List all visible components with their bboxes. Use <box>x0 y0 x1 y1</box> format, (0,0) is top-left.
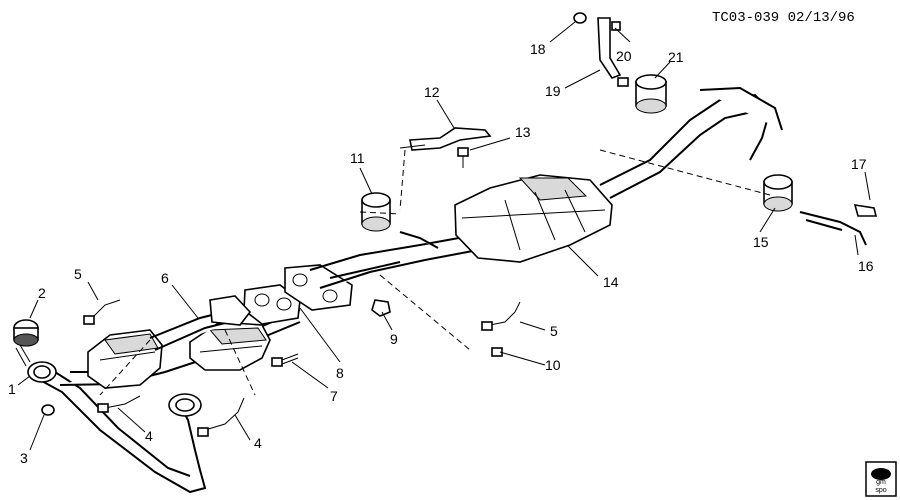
front-insulator <box>361 192 391 232</box>
callout-1: 1 <box>8 381 16 397</box>
callout-14: 14 <box>603 274 619 290</box>
hanger-rod <box>399 149 439 249</box>
callout-9: 9 <box>390 331 398 347</box>
nut <box>41 404 55 416</box>
gm-spo-logo: gm spo <box>865 461 897 497</box>
callout-12: 12 <box>424 84 440 100</box>
callout-10: 10 <box>545 357 561 373</box>
bolt <box>271 353 299 367</box>
rear-hanger-rod <box>799 204 878 246</box>
callout-20: 20 <box>616 48 632 64</box>
callout-19: 19 <box>545 83 561 99</box>
clamp <box>371 299 391 317</box>
callout-16: 16 <box>858 258 874 274</box>
logo-line2: spo <box>875 487 886 494</box>
oxygen-sensor-front-left <box>83 299 121 325</box>
rear-insulator-upper <box>635 74 667 114</box>
callout-8: 8 <box>336 365 344 381</box>
callout-numbers: 1 2 3 4 4 5 5 6 7 8 9 10 11 12 13 14 15 … <box>8 41 874 466</box>
muffler <box>454 174 613 263</box>
callout-5b: 5 <box>550 323 558 339</box>
logo-line1: gm <box>876 479 886 486</box>
callout-2: 2 <box>38 285 46 301</box>
callout-6: 6 <box>161 270 169 286</box>
callout-4b: 4 <box>254 435 262 451</box>
callout-7: 7 <box>330 388 338 404</box>
rear-insulator-lower <box>763 174 793 212</box>
oxygen-sensor-rear <box>481 301 521 331</box>
hanger-bolt <box>457 147 469 168</box>
gasket-flanges <box>209 264 353 326</box>
right-exhaust-flange <box>168 393 202 417</box>
oxygen-sensor-front-right <box>197 397 245 437</box>
callout-13: 13 <box>515 124 531 140</box>
callout-11: 11 <box>350 150 365 166</box>
callout-4a: 4 <box>145 428 153 444</box>
oxygen-sensor-lower <box>97 395 141 413</box>
right-catalytic-converter <box>189 321 271 371</box>
callout-17: 17 <box>851 156 867 172</box>
hanger-bracket-front <box>399 127 492 151</box>
seal-grommet <box>13 319 39 347</box>
left-exhaust-flange <box>15 344 57 383</box>
callout-15: 15 <box>753 234 769 250</box>
drawing-code: TC03-039 02/13/96 <box>712 10 855 26</box>
left-catalytic-converter <box>87 329 163 389</box>
callout-5a: 5 <box>74 266 82 282</box>
sensor-nut <box>491 347 503 357</box>
callout-18: 18 <box>530 41 546 57</box>
upper-hanger-bracket <box>573 12 629 87</box>
tail-pipe <box>599 86 783 199</box>
reference-lines <box>99 149 771 396</box>
callout-3: 3 <box>20 450 28 466</box>
leader-lines <box>17 21 871 451</box>
callout-21: 21 <box>668 49 684 65</box>
